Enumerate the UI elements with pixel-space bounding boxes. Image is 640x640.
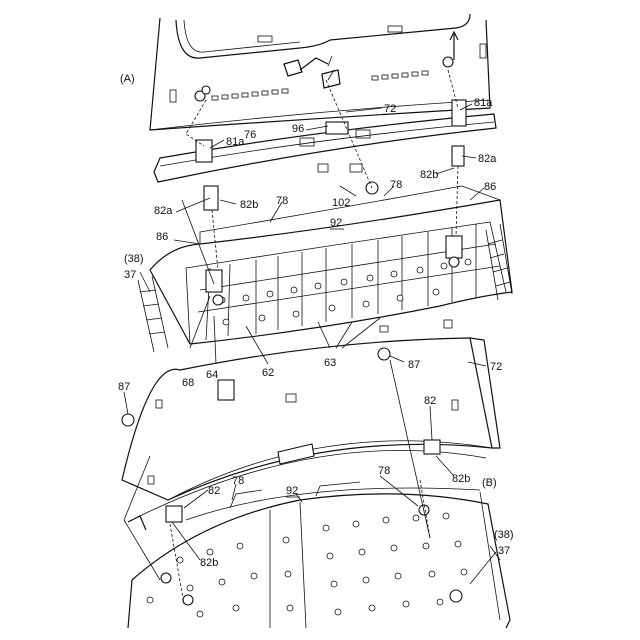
ref-label-38-right: (38) [494,529,514,541]
ref-label-81a-left: 81a [226,136,245,148]
ref-label-82-left: 82 [208,485,220,497]
ref-label-87-right: 87 [408,359,420,371]
frame-side-ladder-left [138,276,168,352]
ref-label-82b-bottom-right: 82b [452,473,470,485]
ref-label-64: 64 [206,369,218,381]
ref-label-76: 76 [244,129,256,141]
ref-label-96: 96 [292,123,304,135]
top-panel-72 [150,14,490,130]
ref-label-87-left: 87 [118,381,130,393]
ref-label-82b-left: 82b [240,199,258,211]
frame-bar-76 [154,100,496,210]
ref-label-38-left: (38) [124,253,144,265]
ref-label-62: 62 [262,367,274,379]
ref-label-102: 102 [332,197,350,209]
ref-label-63: 63 [324,357,336,369]
ref-label-86-left: 86 [156,231,168,243]
ref-label-82b-bottom-left: 82b [200,557,218,569]
ref-label-81a-right: 81a [474,97,493,109]
ref-label-78-lower-right: 78 [378,465,390,477]
ref-label-78-mid: 78 [276,195,288,207]
ref-label-86-right: 86 [484,181,496,193]
ref-label-72-top: 72 [384,103,396,115]
ref-label-78-lower-left: 78 [232,475,244,487]
ref-label-82b-top-right: 82b [420,169,438,181]
ref-label-92-lower: 92 [286,485,298,497]
ref-label-37-right: 37 [498,545,510,557]
ref-label-37-left: 37 [124,269,136,281]
ref-label-78-upper: 78 [390,179,402,191]
ref-label-92-upper: 92 [330,217,342,229]
ref-label-82a-right: 82a [478,153,497,165]
vent-slots-left [212,89,288,100]
ribbed-frame-92 [138,186,512,352]
frame-holes [219,259,471,325]
ref-label-68: 68 [182,377,194,389]
vent-slots-right [372,71,428,80]
ref-label-72-mid: 72 [490,361,502,373]
cover-panel-72 [122,338,500,530]
bottom-base-37 [128,482,510,628]
view-label-b: (B) [482,477,497,489]
ref-label-82a-left: 82a [154,205,173,217]
view-label-a: (A) [120,73,135,85]
base-holes [147,513,467,617]
ref-label-82-right: 82 [424,395,436,407]
